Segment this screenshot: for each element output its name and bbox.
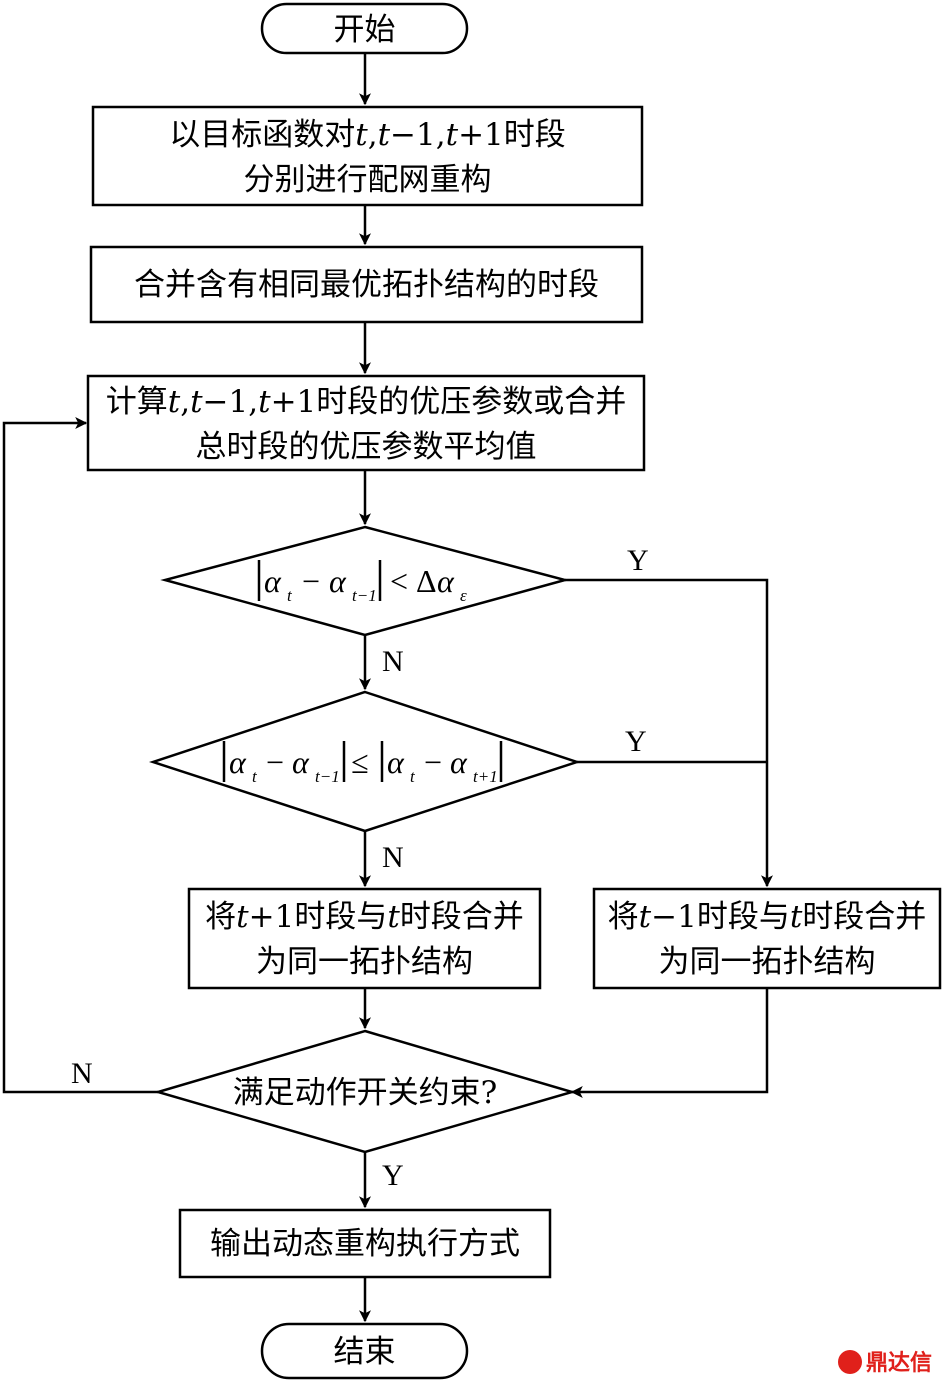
merge-prev-line1: 将t−1时段与t时段合并: [608, 899, 927, 935]
label-cond2-yes: Y: [625, 725, 647, 758]
reconfig-line2: 分别进行配网重构: [244, 162, 492, 198]
calc-node: 计算t,t−1,t+1时段的优压参数或合并 总时段的优压参数平均值: [86, 374, 646, 472]
reconfig-node: 以目标函数对t,t−1,t+1时段 分别进行配网重构: [91, 105, 644, 207]
label-switch-yes: Y: [382, 1159, 404, 1192]
calc-line2: 总时段的优压参数平均值: [196, 429, 537, 465]
cond1-less-than: <: [390, 563, 408, 599]
switch-check-label: 满足动作开关约束?: [233, 1075, 498, 1111]
merge-prev-node: 将t−1时段与t时段合并 为同一拓扑结构: [592, 887, 942, 990]
cond2-sub-t-b: t: [410, 767, 416, 786]
label-switch-no: N: [71, 1057, 93, 1090]
merge-same-node: 合并含有相同最优拓扑结构的时段: [89, 245, 644, 324]
cond1-sub-eps: ε: [460, 586, 467, 605]
switch-check-diamond: 满足动作开关约束?: [153, 1029, 577, 1154]
watermark-logo-icon: [838, 1350, 862, 1374]
cond1-alpha-t1: α: [329, 563, 347, 599]
cond2-minus-b: −: [424, 744, 442, 780]
label-cond2-no: N: [382, 841, 404, 874]
reconfig-line1: 以目标函数对t,t−1,t+1时段: [169, 117, 566, 153]
cond2-alpha-t-b: α: [387, 744, 405, 780]
cond2-alpha-t1: α: [292, 744, 310, 780]
cond2-leq: ≤: [351, 744, 369, 780]
cond1-alpha-eps: α: [437, 563, 455, 599]
cond1-sub-t: t: [287, 586, 293, 605]
cond1-delta: Δ: [416, 563, 437, 599]
label-cond1-yes: Y: [627, 544, 649, 577]
edge-switch-no-loop: [2, 417, 158, 1094]
start-node: 开始: [260, 2, 469, 55]
end-label: 结束: [334, 1334, 396, 1370]
watermark: 鼎达信: [838, 1350, 932, 1376]
start-label: 开始: [334, 12, 396, 48]
merge-next-node: 将t+1时段与t时段合并 为同一拓扑结构: [187, 887, 542, 990]
cond1-diamond: α t − α t−1 < Δ α ε: [160, 525, 570, 637]
output-node: 输出动态重构执行方式: [178, 1208, 552, 1279]
cond2-diamond: α t − α t−1 ≤ α t − α t+1: [148, 690, 582, 833]
merge-same-label: 合并含有相同最优拓扑结构的时段: [134, 267, 599, 303]
merge-prev-line2: 为同一拓扑结构: [659, 944, 876, 980]
cond1-sub-t1: t−1: [352, 586, 377, 605]
cond2-sub-t-a: t: [252, 767, 258, 786]
label-cond1-no: N: [382, 645, 404, 678]
cond2-minus-a: −: [266, 744, 284, 780]
cond2-alpha-tplus1: α: [450, 744, 468, 780]
edges: [2, 53, 773, 1323]
merge-next-line2: 为同一拓扑结构: [256, 944, 473, 980]
cond1-minus: −: [302, 563, 320, 599]
edge-cond1-yes: [565, 578, 773, 888]
edge-mergeprev-to-switch: [570, 988, 769, 1098]
cond1-alpha-t: α: [264, 563, 282, 599]
watermark-text: 鼎达信: [866, 1350, 932, 1376]
merge-next-line1: 将t+1时段与t时段合并: [205, 899, 524, 935]
cond2-alpha-t-a: α: [229, 744, 247, 780]
cond2-sub-tplus1: t+1: [473, 767, 498, 786]
output-label: 输出动态重构执行方式: [210, 1226, 520, 1262]
end-node: 结束: [260, 1322, 469, 1380]
cond2-sub-t1: t−1: [315, 767, 340, 786]
calc-line1: 计算t,t−1,t+1时段的优压参数或合并: [106, 384, 627, 420]
